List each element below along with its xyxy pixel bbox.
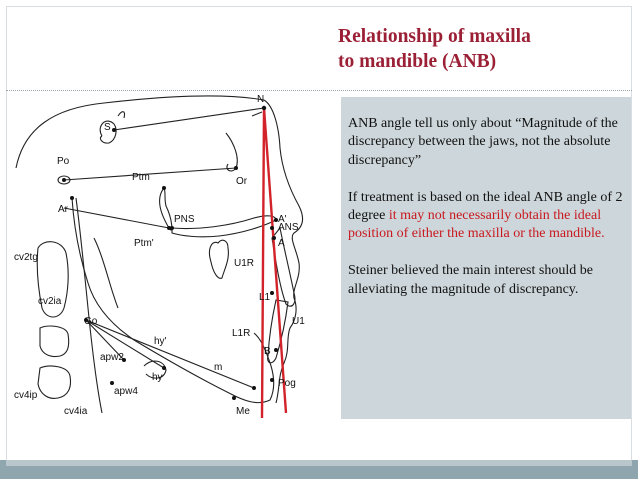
label-s: S: [104, 122, 111, 133]
label-u1r: U1R: [234, 258, 254, 269]
label-b: B: [264, 346, 271, 357]
slide-title-line-1: Relationship of maxilla: [338, 26, 531, 47]
molar-tooth: [208, 239, 229, 279]
vertebra-c2: [36, 241, 69, 318]
label-l1: L1: [259, 292, 271, 303]
label-cv2tg: cv2tg: [14, 252, 38, 263]
mandible-outline: [71, 197, 275, 404]
label-ar: Ar: [58, 204, 69, 215]
text-panel: ANB angle tell us only about “Magnitude …: [341, 97, 631, 419]
label-a-prime: A': [278, 214, 287, 225]
label-pog: Pog: [278, 378, 296, 389]
paragraph-ideal-anb: If treatment is based on the ideal ANB a…: [348, 189, 628, 244]
label-hy: hy: [152, 372, 163, 383]
title-box: Relationship of maxilla to mandible (ANB…: [338, 24, 598, 74]
orbit: [225, 132, 238, 172]
label-u1: U1: [292, 316, 305, 327]
skull-outline: [15, 95, 265, 169]
label-cv4ia: cv4ia: [64, 406, 88, 417]
label-ptm: Ptm: [132, 172, 150, 183]
panel-body: ANB angle tell us only about “Magnitude …: [348, 115, 628, 317]
paragraph-ideal-anb-highlight: it may not necessarily obtain the ideal …: [348, 208, 605, 242]
bottom-bar-highlight: [6, 460, 632, 466]
n-a-line: [260, 107, 266, 419]
label-ptm-prime: Ptm': [134, 238, 154, 249]
label-pns: PNS: [174, 214, 195, 225]
label-ans: ANS: [278, 222, 299, 233]
n-b-line: [262, 107, 288, 414]
label-apw2: apw2: [100, 352, 124, 363]
label-cv2ia: cv2ia: [38, 296, 62, 307]
label-go: Go: [84, 316, 98, 327]
hyoid: [143, 360, 167, 379]
label-me: Me: [236, 406, 250, 417]
label-m: m: [214, 362, 222, 373]
bottom-bar: [0, 460, 638, 479]
cephalometric-diagram: N S Po Or Ptm Ptm' Ar PNS A' ANS A U1R L…: [14, 94, 305, 419]
pharyngeal-wall: [75, 197, 103, 414]
upper-incisor: [271, 226, 296, 307]
label-or: Or: [236, 176, 248, 187]
divider-line: [6, 90, 632, 91]
ptm-fissure: [159, 187, 173, 231]
label-hy-prime: hy': [154, 336, 167, 347]
label-po: Po: [57, 156, 70, 167]
label-apw4: apw4: [114, 386, 138, 397]
lower-incisor: [267, 299, 289, 364]
paragraph-steiner: Steiner believed the main interest shoul…: [348, 263, 593, 297]
soft-tissue-profile: [263, 99, 304, 404]
vertebra-c3: [39, 325, 70, 358]
vertebra-c4: [37, 365, 72, 399]
sella-turcica: [99, 111, 126, 144]
label-n: N: [257, 94, 264, 105]
label-a: A: [278, 238, 285, 249]
paragraph-anb-magnitude: ANB angle tell us only about “Magnitude …: [348, 116, 618, 168]
label-l1r: L1R: [232, 328, 250, 339]
paragraph-ideal-anb-lead: If treatment is based on the ideal ANB a…: [348, 189, 623, 224]
mandible-inner: [93, 237, 119, 309]
slide-title-line-2: to mandible (ANB): [338, 51, 497, 72]
label-cv4ip: cv4ip: [14, 390, 38, 401]
